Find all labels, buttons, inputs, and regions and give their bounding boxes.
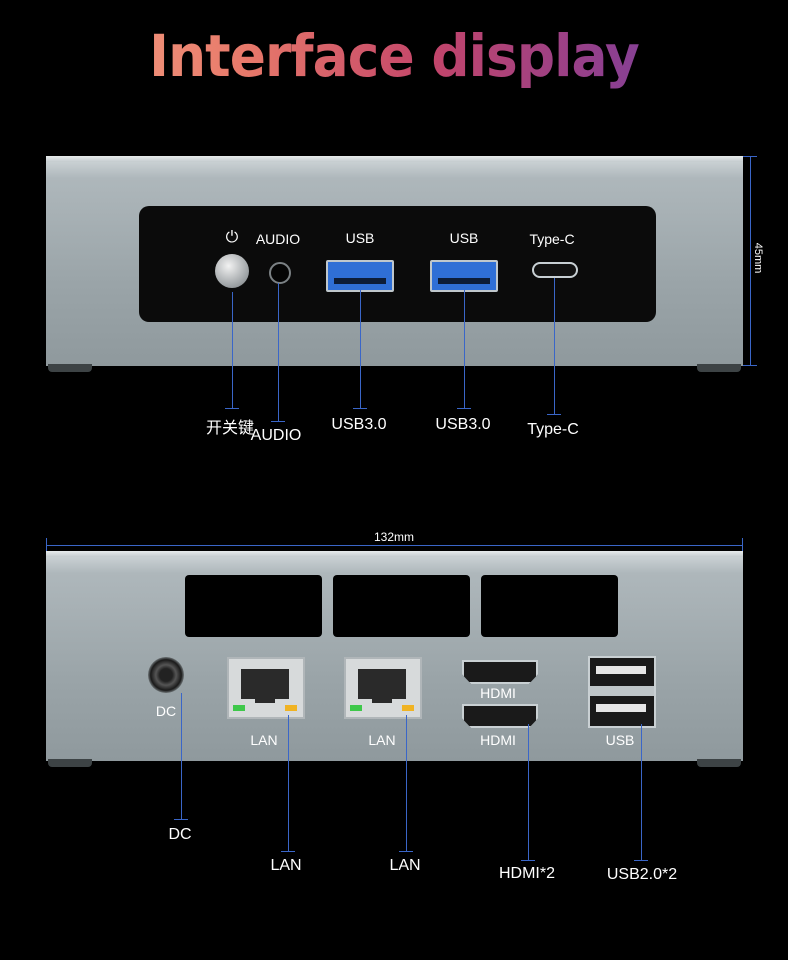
usb-right-panel-label: USB <box>449 230 479 246</box>
hdmi-port-bottom <box>462 704 538 728</box>
page-title: Interface display <box>32 22 757 90</box>
usb2-stacked-port <box>588 656 656 728</box>
rear-vent-1 <box>185 575 322 637</box>
callout-audio: AUDIO <box>250 427 302 444</box>
width-dimension-line <box>46 545 743 546</box>
height-dimension-label: 45mm <box>752 242 764 274</box>
callout-dc: DC <box>168 826 192 843</box>
usb3-port-right <box>430 260 498 292</box>
lan2-panel-label: LAN <box>368 732 396 748</box>
typec-port <box>532 262 578 278</box>
lan1-panel-label: LAN <box>250 732 278 748</box>
rear-vent-3 <box>481 575 618 637</box>
audio-jack <box>269 262 291 284</box>
callout-typec: Type-C <box>527 421 579 438</box>
height-dimension-line <box>750 156 751 366</box>
typec-panel-label: Type-C <box>529 231 575 247</box>
rear-foot-right <box>697 759 741 767</box>
usb3-port-left <box>326 260 394 292</box>
callout-hdmi: HDMI*2 <box>498 865 555 882</box>
power-icon: ⏻ <box>225 229 239 246</box>
dc-jack <box>148 657 184 693</box>
callout-lan-2: LAN <box>389 857 421 874</box>
callout-usb30-right: USB3.0 <box>435 416 491 433</box>
usb-rear-panel-label: USB <box>605 732 635 748</box>
audio-panel-label: AUDIO <box>255 231 301 247</box>
usb-left-panel-label: USB <box>345 230 375 246</box>
front-foot-right <box>697 364 741 372</box>
lan-port-2 <box>344 657 422 719</box>
hdmi-bottom-panel-label: HDMI <box>480 732 516 748</box>
callout-power-switch: 开关键 <box>205 420 254 437</box>
power-button[interactable] <box>215 254 249 288</box>
rear-foot-left <box>48 759 92 767</box>
rear-vent-2 <box>333 575 470 637</box>
width-dimension-label: 132mm <box>373 530 414 544</box>
callout-usb2: USB2.0*2 <box>606 866 678 883</box>
dc-panel-label: DC <box>155 703 177 719</box>
front-foot-left <box>48 364 92 372</box>
lan-port-1 <box>227 657 305 719</box>
callout-lan-1: LAN <box>270 857 302 874</box>
hdmi-port-top <box>462 660 538 684</box>
callout-usb30-left: USB3.0 <box>331 416 387 433</box>
hdmi-top-panel-label: HDMI <box>480 685 516 701</box>
